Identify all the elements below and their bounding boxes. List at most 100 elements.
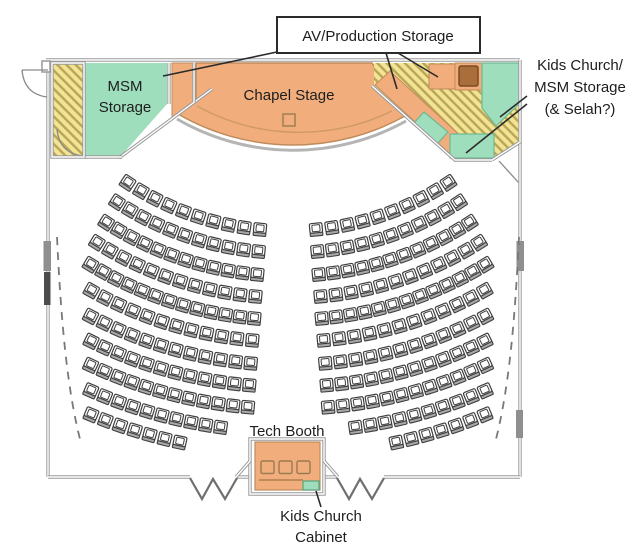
- chair: [232, 287, 248, 303]
- chair: [361, 325, 378, 342]
- kids-storage-green-2: [449, 133, 495, 159]
- chair: [205, 212, 222, 230]
- chair: [197, 348, 214, 366]
- chair: [149, 240, 167, 259]
- chair: [226, 376, 243, 392]
- chair: [131, 181, 151, 201]
- chair: [448, 393, 467, 411]
- chair: [147, 215, 166, 234]
- chair: [469, 233, 489, 253]
- chair: [434, 398, 452, 416]
- chair: [319, 377, 335, 393]
- chair: [213, 328, 230, 345]
- hatched-zone-left: [52, 63, 84, 157]
- door-swing-icon: [56, 128, 84, 157]
- chair: [124, 398, 142, 416]
- chair: [244, 332, 260, 348]
- chair: [432, 422, 450, 440]
- chair: [391, 410, 408, 428]
- aisle-dash-right: [494, 236, 520, 444]
- cabinet-label-line1: Kids Church: [280, 508, 362, 525]
- chair: [353, 235, 371, 253]
- chair: [328, 309, 344, 325]
- callout-lines: [162, 51, 528, 508]
- msm-storage-room: [85, 63, 167, 156]
- chair: [447, 417, 465, 435]
- chair: [381, 251, 399, 269]
- chair: [461, 288, 481, 308]
- chair: [382, 226, 400, 245]
- chair: [347, 351, 364, 368]
- chair: [182, 345, 199, 362]
- chair: [339, 262, 356, 279]
- chair: [328, 287, 344, 303]
- chair: [342, 306, 359, 323]
- chair: [153, 407, 171, 424]
- chair: [462, 362, 481, 381]
- seating-section-right: [308, 173, 495, 451]
- chair: [325, 265, 342, 281]
- chair: [217, 306, 234, 323]
- entry-door-swing-icon: [21, 69, 48, 98]
- stage-front-shadow: [176, 117, 407, 152]
- chapel-stage-label: Chapel Stage: [244, 87, 335, 104]
- wall-fixtures: [41, 60, 524, 438]
- chair: [109, 393, 128, 411]
- chair: [159, 196, 178, 215]
- chair: [216, 284, 233, 301]
- chair: [448, 344, 467, 363]
- callout-line-cabinet: [315, 490, 322, 508]
- kids-church-storage-area: [374, 62, 520, 184]
- callout-line-av-mid: [385, 52, 398, 90]
- chair: [182, 414, 200, 431]
- chair: [198, 325, 215, 342]
- chair: [212, 419, 229, 436]
- chair: [405, 407, 423, 424]
- tech-booth-label: Tech Booth: [249, 423, 324, 440]
- aisle-boundaries: [56, 236, 520, 444]
- chair: [377, 345, 394, 362]
- chair: [398, 292, 416, 310]
- chair: [171, 434, 188, 451]
- chair: [167, 341, 185, 359]
- chair: [171, 272, 189, 290]
- chair: [331, 330, 347, 347]
- av-production-label: AV/Production Storage: [302, 28, 453, 45]
- chair: [235, 241, 252, 258]
- chair: [138, 402, 156, 420]
- chair: [247, 288, 263, 305]
- chair: [174, 202, 193, 221]
- chair: [364, 393, 381, 410]
- chair: [362, 417, 379, 434]
- chair: [421, 378, 439, 396]
- chair: [429, 255, 448, 274]
- chair: [439, 173, 458, 193]
- chair: [369, 208, 387, 226]
- chair: [227, 354, 244, 370]
- chair: [378, 390, 396, 407]
- chair: [236, 219, 252, 236]
- chair: [240, 399, 256, 415]
- chair: [420, 332, 439, 350]
- wall-panel-left-dark: [44, 272, 51, 305]
- chair: [162, 246, 181, 264]
- chair: [220, 239, 237, 256]
- chair: [339, 239, 356, 256]
- chair: [406, 337, 424, 355]
- chair: [308, 222, 324, 238]
- chair: [370, 300, 388, 318]
- chair: [357, 281, 375, 298]
- chair: [195, 393, 212, 410]
- chair: [229, 330, 245, 347]
- stage-floor: [176, 62, 407, 146]
- chair: [314, 310, 330, 327]
- chair: [114, 248, 133, 268]
- chair: [448, 295, 467, 314]
- chair: [176, 226, 194, 245]
- chair: [153, 313, 171, 331]
- kids-church-cabinet: [302, 480, 320, 491]
- chair: [174, 296, 192, 314]
- chair: [166, 386, 183, 404]
- chair: [225, 398, 241, 414]
- chair: [146, 287, 165, 305]
